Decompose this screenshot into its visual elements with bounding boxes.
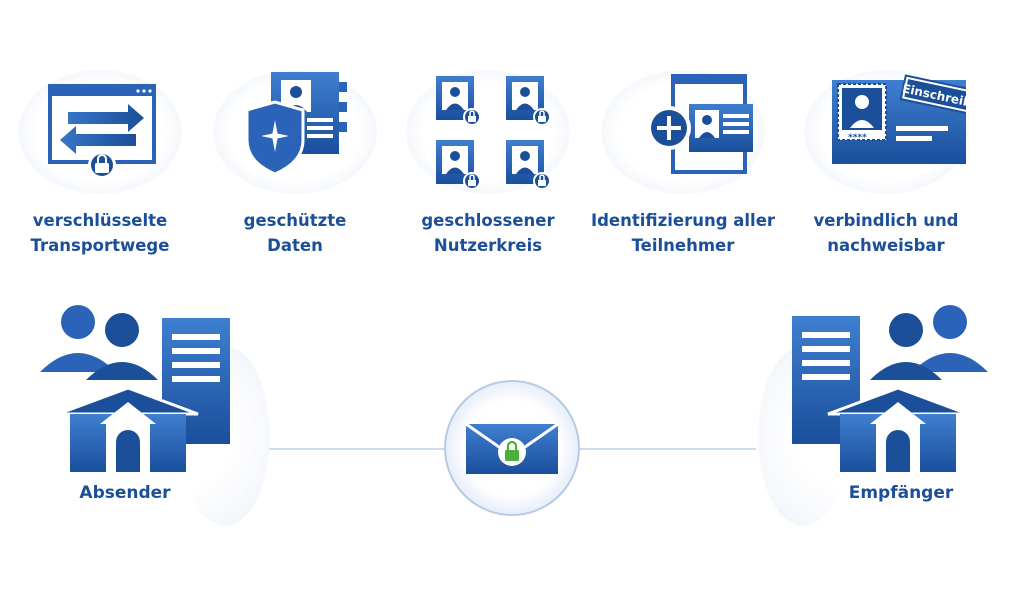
connector-line-right (580, 448, 756, 450)
feature-label-line2: Daten (267, 236, 323, 255)
feature-label-line1: geschützte (243, 211, 347, 230)
registered-mail-icon: **** Einschreiben (832, 74, 966, 164)
feature-label-line1: verschlüsselte (32, 211, 168, 230)
closed-user-group-icon (435, 75, 552, 191)
receiver-party: Empfänger (748, 296, 998, 526)
svg-text:****: **** (848, 133, 867, 143)
sender-label: Absender (79, 483, 171, 503)
feature-label: verbindlich und nachweisbar (786, 208, 986, 258)
feature-label: geschlossener Nutzerkreis (388, 208, 588, 258)
feature-protected-data: geschützte Daten (195, 62, 395, 272)
protected-data-icon (245, 72, 347, 176)
feature-registered-mail: **** Einschreiben verbindlich und nachwe… (786, 62, 986, 272)
secure-envelope-icon (444, 380, 580, 516)
feature-label: geschützte Daten (195, 208, 395, 258)
feature-identification: Identifizierung aller Teilnehmer (583, 62, 783, 272)
secure-envelope (442, 378, 582, 518)
receiver-organization-icon (792, 305, 988, 472)
feature-label-line2: Teilnehmer (631, 236, 735, 255)
feature-label: Identifizierung aller Teilnehmer (583, 208, 783, 258)
feature-encrypted-transport: verschlüsselte Transportwege (0, 62, 200, 272)
encrypted-transport-icon (48, 84, 156, 179)
receiver-label: Empfänger (848, 483, 954, 503)
feature-closed-user-group: geschlossener Nutzerkreis (388, 62, 588, 272)
identification-icon (647, 74, 753, 174)
feature-label-line1: verbindlich und (813, 211, 959, 230)
sender-organization-icon (40, 305, 230, 472)
connector-line-left (268, 448, 444, 450)
sender-party: Absender (30, 296, 280, 526)
feature-label-line1: Identifizierung aller (590, 211, 776, 230)
feature-label-line2: nachweisbar (827, 236, 945, 255)
feature-label-line2: Nutzerkreis (433, 236, 543, 255)
feature-label-line2: Transportwege (30, 236, 170, 255)
feature-label: verschlüsselte Transportwege (0, 208, 200, 258)
feature-label-line1: geschlossener (421, 211, 555, 230)
